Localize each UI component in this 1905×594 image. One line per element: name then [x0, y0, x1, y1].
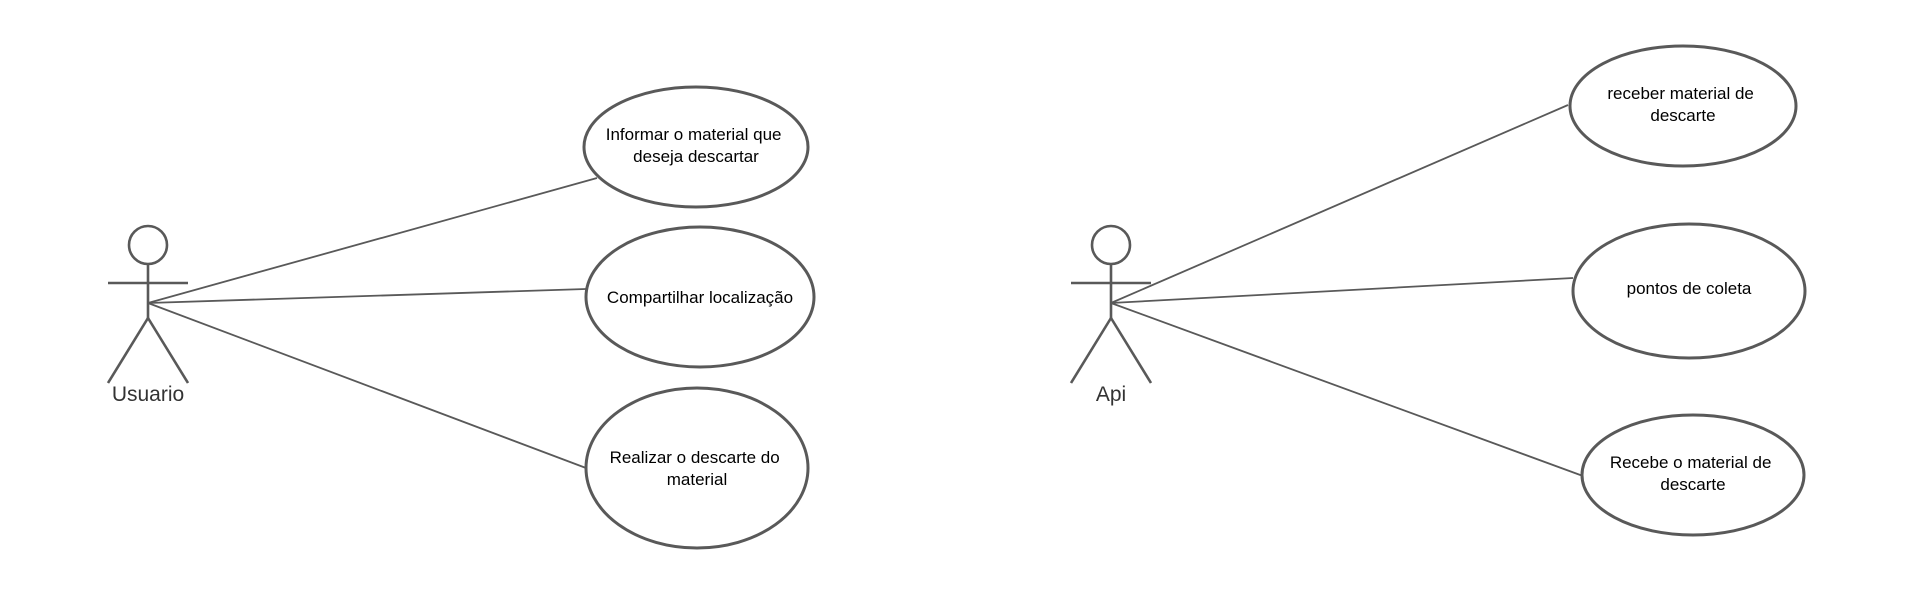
use-case-label: Realizar o descarte do material	[610, 448, 785, 489]
association-usuario-3	[147, 302, 587, 469]
stick-figure-usuario	[106, 224, 190, 384]
use-case-label: Compartilhar localização	[607, 288, 793, 307]
use-case-receber-material[interactable]: receber material de descarte	[1568, 44, 1798, 168]
actor-usuario[interactable]: Usuario	[106, 177, 598, 469]
use-case-informar-material[interactable]: Informar o material que deseja descartar	[582, 85, 810, 209]
association-usuario-2	[147, 288, 587, 304]
use-case-label: receber material de descarte	[1607, 84, 1758, 125]
actor-api[interactable]: Api	[1069, 104, 1584, 477]
use-case-recebe-material[interactable]: Recebe o material de descarte	[1580, 413, 1806, 537]
association-api-2	[1110, 277, 1574, 304]
actor-label-usuario: Usuario	[112, 383, 184, 406]
use-case-label: pontos de coleta	[1627, 279, 1752, 298]
association-api-3	[1110, 302, 1584, 477]
use-case-label: Recebe o material de descarte	[1610, 453, 1776, 494]
use-case-pontos-de-coleta[interactable]: pontos de coleta	[1571, 222, 1807, 360]
use-case-compartilhar-localizacao[interactable]: Compartilhar localização	[584, 225, 816, 369]
use-case-label: Informar o material que deseja descartar	[606, 125, 786, 166]
association-api-1	[1110, 104, 1569, 304]
use-case-realizar-descarte[interactable]: Realizar o descarte do material	[584, 386, 810, 550]
stick-figure-api	[1069, 224, 1153, 384]
actor-label-api: Api	[1096, 383, 1126, 406]
association-usuario-1	[147, 177, 598, 304]
